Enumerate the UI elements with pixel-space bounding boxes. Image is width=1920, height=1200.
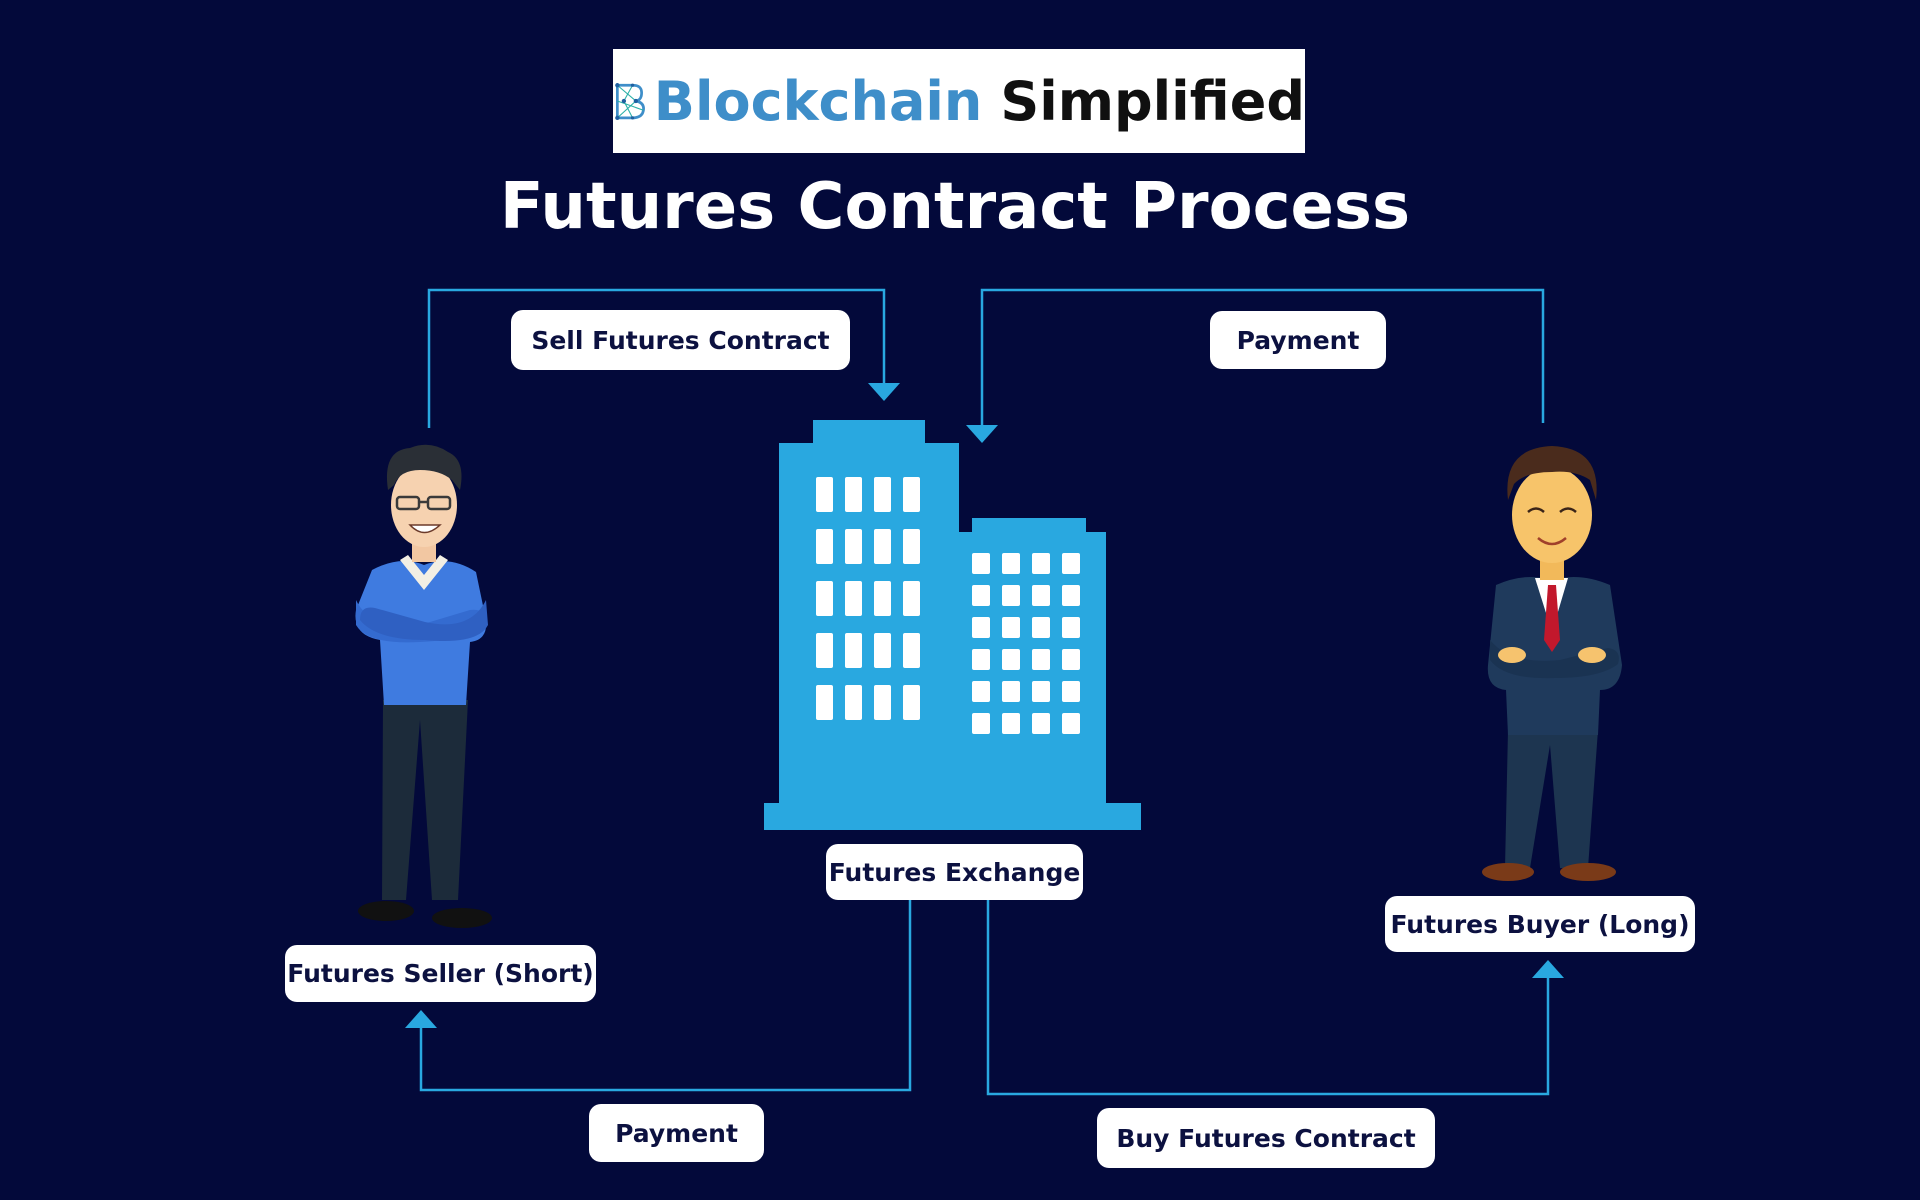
arrow-heads <box>405 383 1564 1028</box>
arrowhead-up-seller <box>405 1010 437 1028</box>
building-window <box>874 529 891 564</box>
building-window <box>1062 585 1080 606</box>
building-window <box>816 685 833 720</box>
building-window <box>816 633 833 668</box>
building-window <box>1032 553 1050 574</box>
building-window <box>845 685 862 720</box>
building-window <box>1062 681 1080 702</box>
label-payment-bottom: Payment <box>589 1104 764 1162</box>
arrowhead-down-exchange-right <box>966 425 998 443</box>
label-futures-buyer: Futures Buyer (Long) <box>1385 896 1695 952</box>
building-window <box>874 477 891 512</box>
building-window <box>903 581 920 616</box>
building-window <box>1032 681 1050 702</box>
building-window <box>1062 617 1080 638</box>
logo-banner: Blockchain Simplified <box>613 49 1305 153</box>
building-window <box>903 633 920 668</box>
label-futures-seller: Futures Seller (Short) <box>285 945 596 1002</box>
arrowhead-down-exchange-left <box>868 383 900 401</box>
building-window <box>845 529 862 564</box>
logo-word-blockchain: Blockchain <box>653 69 983 133</box>
label-sell-futures-contract: Sell Futures Contract <box>511 310 850 370</box>
building-window <box>874 685 891 720</box>
building-window <box>903 477 920 512</box>
building-window <box>1032 713 1050 734</box>
flow-connectors <box>419 288 1550 1096</box>
building-window <box>1032 585 1050 606</box>
building-window <box>816 529 833 564</box>
building-window <box>972 681 990 702</box>
arrow-exchange-contract-to-buyer <box>986 900 1550 1096</box>
building-window <box>874 581 891 616</box>
building-window <box>972 713 990 734</box>
building-window <box>1062 553 1080 574</box>
label-futures-exchange: Futures Exchange <box>826 844 1083 900</box>
building-window <box>845 581 862 616</box>
building-window <box>1002 681 1020 702</box>
building-window <box>874 633 891 668</box>
label-payment-top: Payment <box>1210 311 1386 369</box>
building-window <box>816 581 833 616</box>
building-window <box>972 553 990 574</box>
building-window <box>1062 649 1080 670</box>
arrow-buyer-payment-to-exchange <box>980 288 1545 428</box>
building-window <box>1002 617 1020 638</box>
building-window <box>1002 649 1020 670</box>
building-window <box>816 477 833 512</box>
blockchain-logo-icon <box>615 83 645 121</box>
arrow-exchange-payment-to-seller <box>419 900 912 1092</box>
seller-person-icon <box>355 444 492 928</box>
building-window <box>903 685 920 720</box>
building-window <box>1002 553 1020 574</box>
logo-word-simplified: Simplified <box>1000 69 1305 133</box>
building-window <box>1032 617 1050 638</box>
building-window <box>903 529 920 564</box>
building-window <box>1002 585 1020 606</box>
building-window <box>1002 713 1020 734</box>
arrowhead-up-buyer <box>1532 960 1564 978</box>
building-window <box>1032 649 1050 670</box>
building-window <box>972 649 990 670</box>
building-window <box>972 585 990 606</box>
building-window <box>972 617 990 638</box>
building-window <box>1062 713 1080 734</box>
arrow-seller-to-exchange <box>427 288 886 428</box>
buyer-person-icon <box>1482 446 1622 881</box>
building-icon <box>764 420 1141 830</box>
building-window <box>845 477 862 512</box>
page-title: Futures Contract Process <box>499 170 1411 244</box>
building-window <box>845 633 862 668</box>
label-buy-futures-contract: Buy Futures Contract <box>1097 1108 1435 1168</box>
